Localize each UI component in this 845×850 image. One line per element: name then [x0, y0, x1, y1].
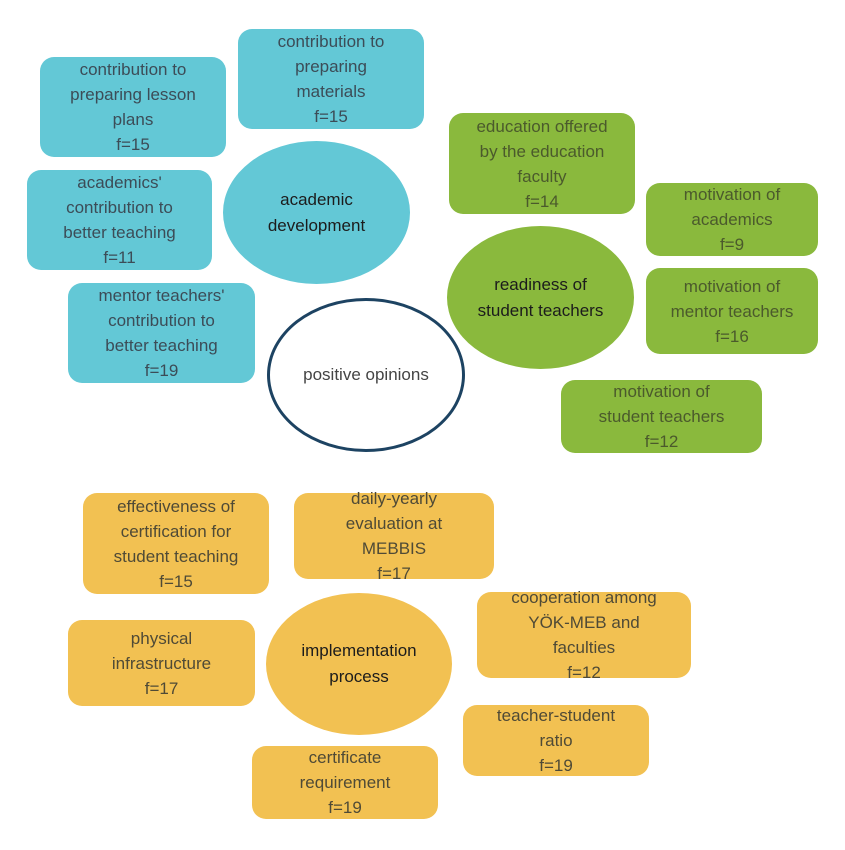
node-daily-yearly-evaluation: daily-yearly evaluation at MEBBIS f=17 [294, 489, 494, 583]
node-line: cooperation among [511, 588, 657, 607]
center-node-positive-opinions: positive opinions [267, 298, 465, 452]
node-frequency: f=19 [539, 756, 573, 775]
node-academics-contribution: academics' contribution to better teachi… [27, 170, 212, 270]
node-motivation-academics: motivation of academics f=9 [646, 183, 818, 256]
node-line: materials [296, 82, 366, 101]
node-cooperation-yok-meb: cooperation among YÖK-MEB and faculties … [477, 588, 691, 682]
node-line: motivation of [683, 276, 781, 296]
node-frequency: f=15 [314, 107, 348, 126]
node-physical-infrastructure: physical infrastructure f=17 [68, 620, 255, 706]
node-line: academics [691, 210, 773, 229]
node-line: MEBBIS [361, 539, 427, 558]
node-line: better teaching [63, 223, 176, 242]
node-line: certification for [120, 521, 232, 541]
hub-readiness-of-student-teachers: readiness of student teachers [447, 226, 634, 369]
node-line: physical [130, 628, 193, 648]
node-line: daily-yearly [351, 489, 437, 508]
node-line: teacher-student [496, 706, 616, 725]
node-frequency: f=16 [715, 326, 749, 346]
center-label: positive opinions [303, 365, 429, 384]
node-frequency: f=15 [116, 135, 150, 154]
node-line: better teaching [105, 336, 218, 355]
node-frequency: f=17 [144, 678, 179, 698]
node-frequency: f=17 [377, 564, 411, 583]
node-line: evaluation at [345, 514, 443, 533]
node-line: motivation of [683, 185, 781, 204]
node-line: contribution to [79, 60, 187, 79]
node-motivation-student-teachers: motivation of student teachers f=12 [561, 380, 762, 453]
node-line: faculties [552, 638, 616, 657]
node-effectiveness-certification: effectiveness of certification for stude… [83, 493, 269, 594]
node-line: academics' [77, 173, 162, 192]
node-line: mentor teachers [670, 301, 794, 321]
node-line: by the education [479, 141, 605, 161]
hub-label-line: academic [280, 189, 353, 209]
node-line: student teachers [598, 407, 725, 426]
node-frequency: f=15 [159, 571, 193, 591]
hub-label-line: student teachers [477, 300, 604, 320]
node-line: YÖK-MEB and [528, 613, 640, 632]
node-line: preparing lesson [70, 85, 196, 104]
node-contribution-materials: contribution to preparing materials f=15 [238, 29, 424, 129]
hub-label-line: implementation [301, 641, 417, 660]
node-frequency: f=9 [719, 235, 745, 254]
node-frequency: f=14 [525, 191, 559, 211]
node-line: plans [112, 110, 154, 129]
node-motivation-mentor-teachers: motivation of mentor teachers f=16 [646, 268, 818, 354]
node-frequency: f=12 [567, 663, 601, 682]
hub-academic-development: academic development [223, 141, 410, 284]
node-certificate-requirement: certificate requirement f=19 [252, 746, 438, 819]
node-line: faculty [517, 166, 567, 186]
node-line: student teaching [113, 546, 239, 566]
hub-label-line: readiness of [494, 274, 587, 294]
node-line: requirement [299, 773, 391, 792]
node-line: ratio [539, 731, 573, 750]
node-line: contribution to [277, 32, 385, 51]
node-line: motivation of [613, 382, 710, 401]
node-line: contribution to [108, 311, 215, 330]
node-line: effectiveness of [117, 496, 235, 516]
node-line: contribution to [66, 198, 173, 217]
hub-implementation-process: implementation process [266, 593, 452, 735]
node-frequency: f=12 [644, 432, 679, 451]
hub-label-line: process [329, 667, 389, 686]
node-line: education offered [476, 116, 608, 136]
node-frequency: f=19 [328, 798, 362, 817]
node-mentor-teachers-contribution: mentor teachers' contribution to better … [68, 283, 255, 383]
node-contribution-lesson-plans: contribution to preparing lesson plans f… [40, 57, 226, 157]
hub-label-line: development [267, 215, 366, 235]
node-line: certificate [308, 748, 382, 767]
node-frequency: f=11 [103, 248, 136, 267]
node-line: infrastructure [111, 653, 212, 673]
node-frequency: f=19 [144, 361, 179, 380]
node-line: mentor teachers' [98, 286, 225, 305]
node-teacher-student-ratio: teacher-student ratio f=19 [463, 705, 649, 776]
node-line: preparing [295, 57, 367, 76]
node-education-offered: education offered by the education facul… [449, 113, 635, 214]
